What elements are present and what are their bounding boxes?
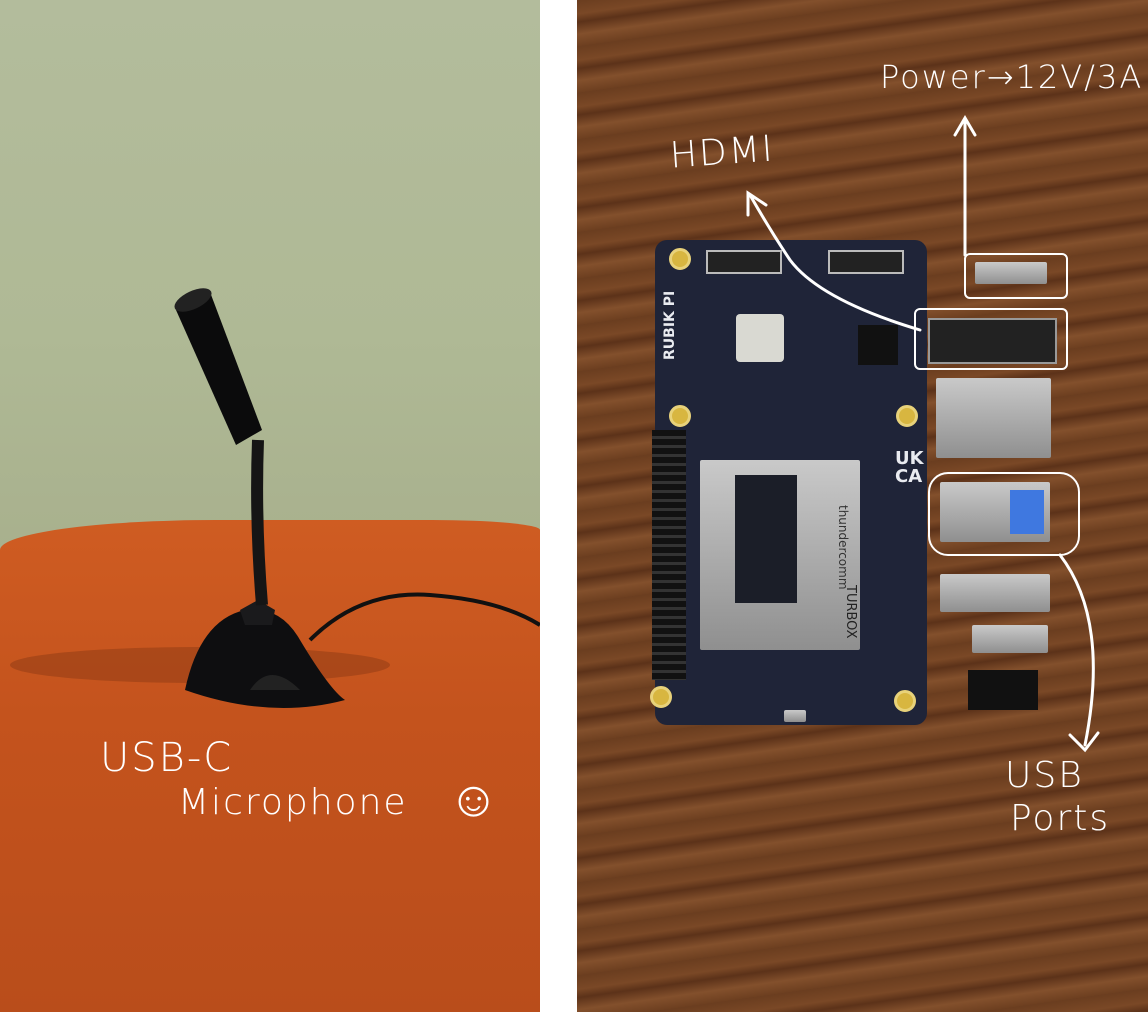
hdmi-highlight-box [914,308,1068,370]
mount-hole [669,248,691,270]
power-label: Power→12V/3A [880,58,1144,96]
hdmi-port [928,318,1057,364]
smiley-icon: ☺ [448,770,502,828]
som-chip [735,475,797,603]
usb-c-port [972,625,1048,653]
usb-c-label: USB-C [100,735,234,781]
microphone-illustration [10,288,540,708]
ports-label: Ports [1010,798,1111,839]
usb-highlight-box [928,472,1080,556]
ethernet-port [936,378,1051,458]
power-highlight-box [964,253,1068,299]
fpc-connector [706,250,782,274]
usb-port [940,574,1050,612]
mount-hole [669,405,691,427]
wall-background [0,0,540,560]
hdmi-label: HDMI [668,128,776,177]
orange-cloth [0,520,540,1012]
headphone-jack [968,670,1038,710]
wifi-module [736,314,784,362]
microphone-photo: USB-C Microphone ☺ [0,0,540,1012]
mount-hole [896,405,918,427]
cert-marks: UK CA [895,448,924,487]
power-jack [975,262,1047,284]
microphone-label: Microphone [178,782,408,823]
mount-hole [894,690,916,712]
chip [858,325,898,365]
micro-usb-port [784,710,806,722]
usb-label: USB [1005,755,1084,796]
usb3-port-insert [1010,490,1044,534]
fpc-connector [828,250,904,274]
mount-hole [650,686,672,708]
gpio-header [652,430,686,680]
